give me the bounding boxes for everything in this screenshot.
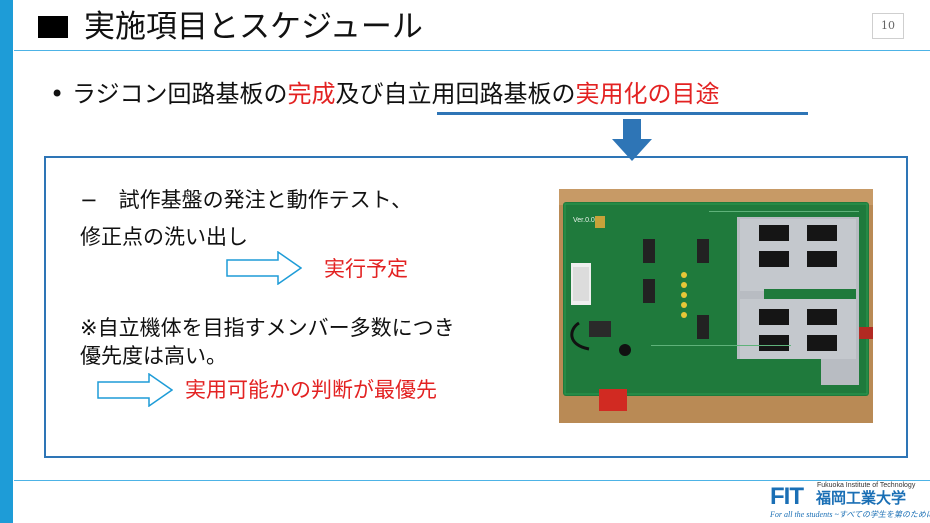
logo-tagline: For all the students ~すべての学生を第のために [770,510,930,519]
logo-mark: FIT [770,483,804,510]
circuit-board-photo: Ver.0.0 [559,189,873,423]
highlight-underline [437,112,808,115]
svg-text:Ver.0.0: Ver.0.0 [573,217,595,224]
top-divider [14,50,930,51]
bullet-text-d: 実用化の目途 [575,80,720,108]
main-bullet: •ラジコン回路基板の完成及び自立用回路基板の実用化の目途 [50,78,720,110]
down-arrow-icon [612,119,652,161]
bullet-text-c: 及び自立用回路基板の [335,80,576,108]
task-line-1: − 試作基盤の発注と動作テスト、 [80,188,413,212]
page-number: 10 [872,13,904,39]
note-line-2: 優先度は高い。 [80,344,227,368]
left-accent-bar [0,0,13,523]
priority-label: 実用可能かの判断が最優先 [185,378,437,402]
note-line-1: ※自立機体を目指すメンバー多数につき [80,316,455,340]
fit-logo: FIT Fukuoka Institute of Technology 福岡工業… [770,481,930,521]
bullet-text-a: ラジコン回路基板の [72,80,288,108]
right-arrow-icon [97,373,173,407]
scheduled-label: 実行予定 [324,257,408,281]
bottom-divider [14,480,930,481]
title-square-icon [38,16,68,38]
task-line-2: 修正点の洗い出し [80,225,248,249]
bullet-text-b: 完成 [287,80,336,108]
bullet-dot: • [50,80,65,108]
content-frame [44,156,908,458]
logo-english-name: Fukuoka Institute of Technology [817,482,916,489]
right-arrow-icon [226,251,302,285]
slide-title: 実施項目とスケジュール [84,9,423,45]
logo-japanese-name: 福岡工業大学 [816,489,907,507]
